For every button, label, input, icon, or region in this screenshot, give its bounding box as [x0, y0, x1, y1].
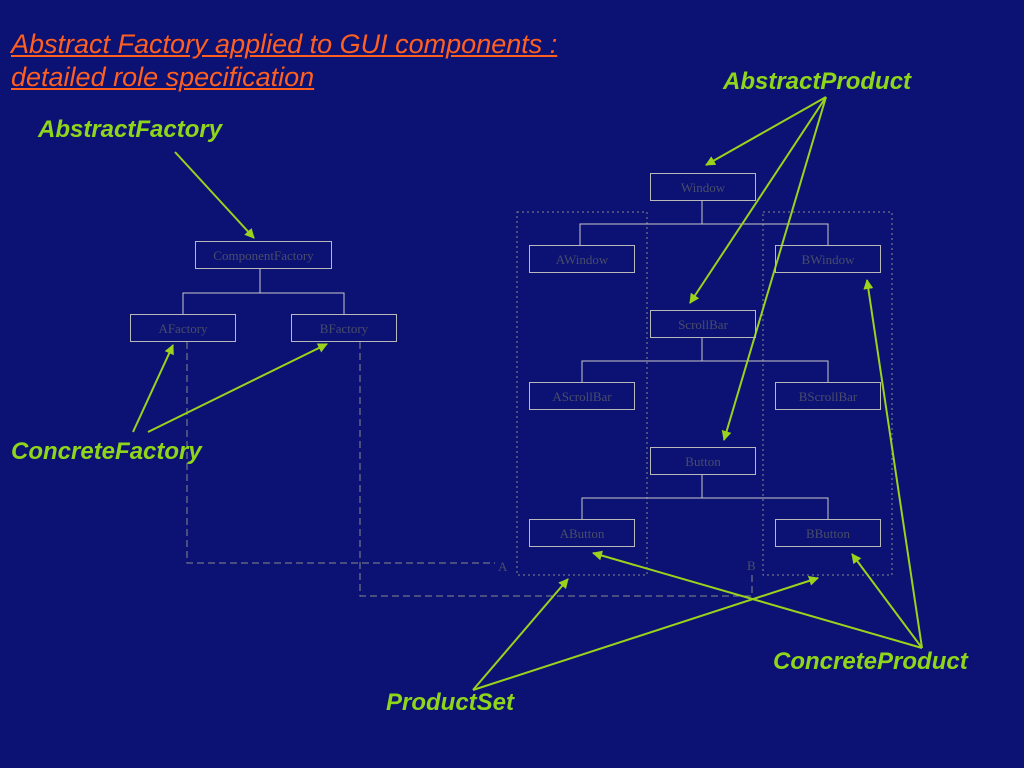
product-set-regions — [516, 211, 893, 576]
scroll-bar-box: ScrollBar — [650, 310, 756, 338]
abstract-factory-arrow — [174, 151, 255, 239]
a-button-box: AButton — [529, 519, 635, 547]
b-factory-box: BFactory — [291, 314, 397, 342]
a-window-label: AWindow — [555, 252, 609, 267]
window-box: Window — [650, 173, 756, 201]
concrete-factory-arrow-b — [147, 343, 328, 433]
concrete-product-arrow-bbutton — [851, 553, 923, 649]
abstract-product-arrow-scrollbar — [689, 96, 827, 304]
window-label: Window — [680, 180, 726, 195]
slide-title: Abstract Factory applied to GUI componen… — [11, 28, 557, 94]
component-factory-branch — [182, 292, 345, 314]
b-window-box: BWindow — [775, 245, 881, 273]
b-button-box: BButton — [775, 519, 881, 547]
abstract-product-role-label: AbstractProduct — [723, 68, 912, 95]
product-set-b-region — [762, 211, 893, 576]
product-set-b-label: B — [747, 558, 756, 573]
button-label: Button — [685, 454, 721, 469]
concrete-factory-arrow-a — [132, 344, 174, 433]
product-set-a-label: A — [498, 559, 508, 574]
button-box: Button — [650, 447, 756, 475]
b-factory-set-link — [359, 342, 753, 597]
product-set-arrow-b — [472, 576, 819, 691]
a-button-label: AButton — [559, 526, 605, 541]
product-set-arrow-a — [472, 578, 569, 691]
a-scroll-bar-box: AScrollBar — [529, 382, 635, 410]
component-factory-box: ComponentFactory — [195, 241, 332, 269]
slide-title-line-2: detailed role specification — [11, 62, 315, 92]
concrete-factory-role-label: ConcreteFactory — [11, 438, 202, 465]
abstract-factory-role-label: AbstractFactory — [38, 116, 223, 143]
b-scroll-bar-box: BScrollBar — [775, 382, 881, 410]
concrete-product-role-label: ConcreteProduct — [773, 648, 968, 675]
inheritance-lines — [182, 201, 829, 519]
component-factory-label: ComponentFactory — [213, 248, 314, 263]
concrete-product-arrow-bwindow — [863, 279, 923, 649]
b-button-label: BButton — [805, 526, 851, 541]
a-window-box: AWindow — [529, 245, 635, 273]
button-branch — [581, 497, 829, 519]
a-factory-label: AFactory — [158, 321, 208, 336]
product-set-a-region — [516, 211, 648, 576]
concrete-product-arrow-abutton — [592, 550, 923, 649]
b-factory-label: BFactory — [319, 321, 369, 336]
slide-title-line-1: Abstract Factory applied to GUI componen… — [11, 29, 558, 59]
scroll-bar-label: ScrollBar — [678, 317, 728, 332]
a-factory-box: AFactory — [130, 314, 236, 342]
scrollbar-branch — [581, 360, 829, 382]
product-set-role-label: ProductSet — [386, 689, 515, 716]
b-window-label: BWindow — [801, 252, 855, 267]
window-branch — [579, 223, 829, 245]
factory-to-set-links — [186, 342, 753, 597]
abstract-product-arrow-window — [705, 96, 827, 166]
a-scroll-bar-label: AScrollBar — [552, 389, 612, 404]
b-scroll-bar-label: BScrollBar — [798, 389, 858, 404]
role-arrows — [132, 96, 923, 691]
a-factory-set-link — [186, 342, 495, 564]
